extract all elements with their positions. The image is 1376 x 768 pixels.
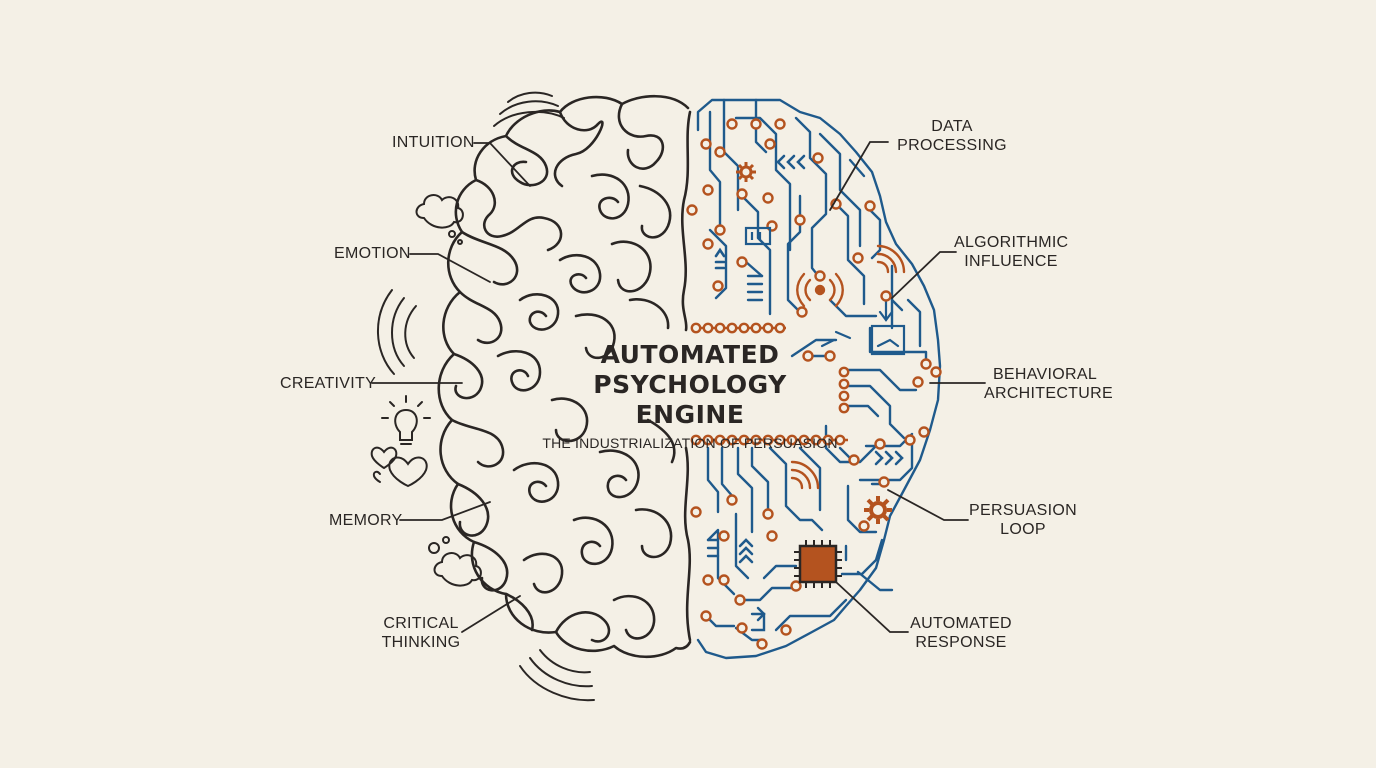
title-block: AUTOMATED PSYCHOLOGY ENGINE THE INDUSTRI… — [535, 340, 845, 452]
label-algorithmic-influence: ALGORITHMIC INFLUENCE — [954, 233, 1068, 271]
leader-intuition — [473, 142, 531, 187]
left-icons — [370, 91, 595, 702]
circuit-bus-side — [838, 366, 850, 414]
label-auto-line1: AUTOMATED — [910, 615, 1012, 632]
chevron-arrows-icon — [714, 154, 904, 564]
leader-algo — [891, 251, 957, 299]
module-icon — [744, 226, 772, 246]
label-behavioral-architecture: BEHAVIORAL ARCHITECTURE — [984, 365, 1113, 403]
label-creativity: CREATIVITY — [280, 375, 377, 392]
leader-lines — [371, 141, 986, 633]
circuit-bus-bottom — [690, 434, 848, 446]
label-persuasion-loop: PERSUASION LOOP — [968, 501, 1078, 539]
label-critical-line2: THINKING — [381, 634, 461, 651]
organic-brain-left — [437, 94, 692, 659]
leader-persuasion — [887, 489, 969, 521]
label-automated-response: AUTOMATED RESPONSE — [906, 614, 1016, 652]
leader-emotion — [409, 253, 491, 283]
microchip-icon — [794, 540, 842, 588]
label-data-line2: PROCESSING — [897, 137, 1007, 154]
circuit-brain-right — [696, 98, 942, 660]
label-emotion: EMOTION — [334, 245, 411, 262]
label-algo-line2: INFLUENCE — [964, 253, 1058, 270]
circuit-bus-top — [690, 322, 786, 334]
label-algo-line1: ALGORITHMIC — [954, 234, 1069, 251]
label-auto-line2: RESPONSE — [915, 634, 1007, 651]
circuit-nodes — [686, 118, 942, 650]
subtitle: THE INDUSTRIALIZATION OF PERSUASION — [542, 435, 838, 451]
leader-auto — [835, 581, 909, 633]
title-line-2: PSYCHOLOGY ENGINE — [593, 370, 787, 429]
leader-data — [829, 141, 889, 211]
label-data-processing: DATA PROCESSING — [896, 117, 1008, 155]
leader-memory — [399, 501, 491, 521]
signal-icon — [790, 244, 906, 490]
switch-icon — [820, 296, 906, 356]
label-intuition: INTUITION — [392, 134, 475, 151]
sound-wave-icon — [377, 91, 595, 702]
thought-cloud-icon — [415, 194, 482, 587]
heart-icon — [370, 446, 428, 488]
label-persuasion-line1: PERSUASION — [969, 502, 1077, 519]
label-memory: MEMORY — [329, 512, 403, 529]
lightbulb-icon — [381, 395, 431, 445]
gear-icon — [736, 162, 756, 182]
label-behav-line2: ARCHITECTURE — [984, 385, 1113, 402]
label-critical-line1: CRITICAL — [383, 615, 459, 632]
gear-icon — [864, 496, 892, 524]
lines-icon — [706, 274, 764, 558]
label-critical-thinking: CRITICAL THINKING — [380, 614, 462, 652]
label-behav-line1: BEHAVIORAL — [992, 366, 1098, 383]
label-persuasion-line2: LOOP — [1000, 521, 1046, 538]
leader-critical — [461, 595, 521, 633]
return-arrow-icon — [750, 606, 766, 632]
label-data-line1: DATA — [931, 118, 973, 135]
title-line-1: AUTOMATED — [600, 340, 780, 369]
